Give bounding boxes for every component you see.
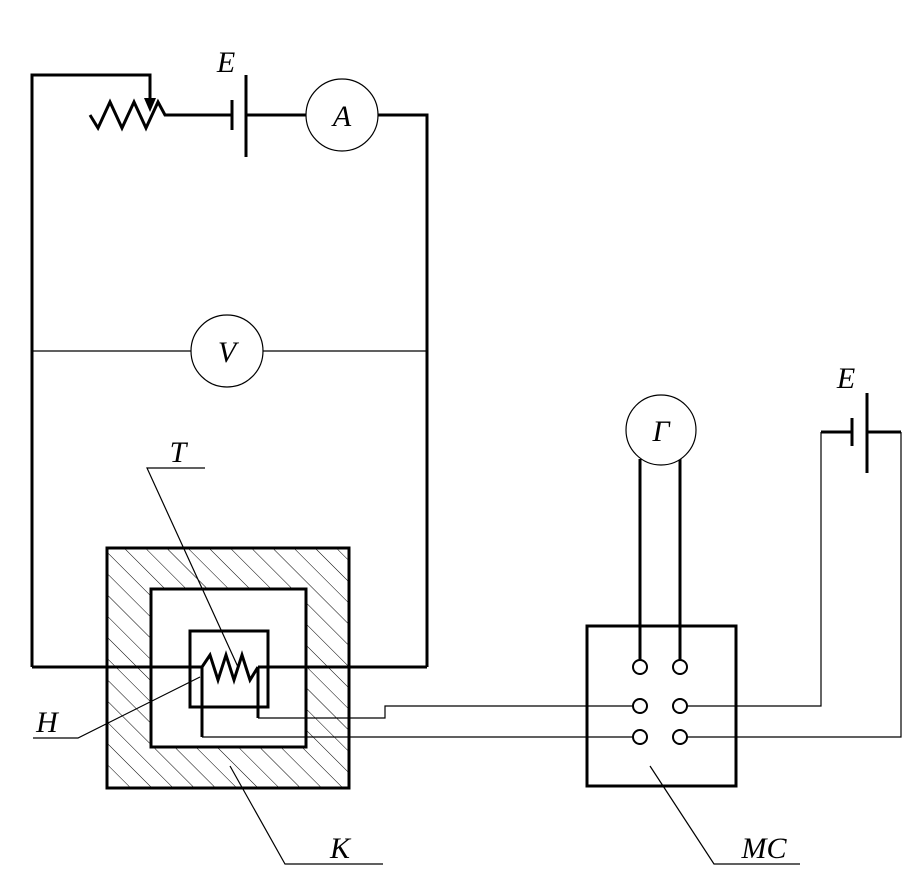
rheostat-arrow-icon	[144, 98, 156, 112]
sample-holder	[188, 629, 270, 709]
terminal-2-left[interactable]	[632, 698, 648, 714]
voltmeter-label: V	[218, 336, 240, 369]
switch-box	[585, 432, 902, 788]
galvanometer-icon	[625, 394, 697, 466]
thermocouple-wiring	[202, 705, 640, 738]
callouts: T H K МС	[33, 436, 800, 865]
voltmeter-icon	[190, 314, 264, 388]
thermocouple-wire-upper	[258, 705, 640, 719]
terminal-3-left[interactable]	[632, 729, 648, 745]
terminal-1-right[interactable]	[672, 659, 688, 675]
heater-coil	[200, 650, 260, 685]
emf-right-label: E	[836, 362, 855, 395]
terminal-1-left[interactable]	[632, 659, 648, 675]
left-wire	[30, 73, 152, 667]
right-emf-wire-2	[680, 432, 902, 738]
right-wire	[378, 113, 429, 667]
terminal-2-right[interactable]	[672, 698, 688, 714]
thermocouple-label: T	[170, 436, 189, 469]
calorimeter-label: K	[329, 832, 352, 865]
heater-leader	[33, 676, 201, 739]
thermocouple-leader	[146, 467, 239, 668]
heater-label: H	[35, 706, 60, 739]
calorimeter	[105, 546, 351, 790]
switch-box-leader	[649, 765, 800, 865]
rheostat	[88, 98, 232, 132]
right-emf-wire-1	[680, 432, 822, 707]
emf-top-label: E	[216, 46, 235, 79]
terminal-3-right[interactable]	[672, 729, 688, 745]
voltmeter-branch: V	[32, 314, 427, 388]
switch-box-label: МС	[741, 832, 788, 865]
galvanometer-label: Г	[651, 415, 671, 448]
right-emf-source: E	[821, 362, 901, 473]
ammeter-label: A	[331, 100, 352, 133]
galvanometer: Г	[625, 394, 697, 466]
calorimeter-leader	[229, 765, 383, 865]
calorimeter-insulation	[107, 548, 349, 788]
